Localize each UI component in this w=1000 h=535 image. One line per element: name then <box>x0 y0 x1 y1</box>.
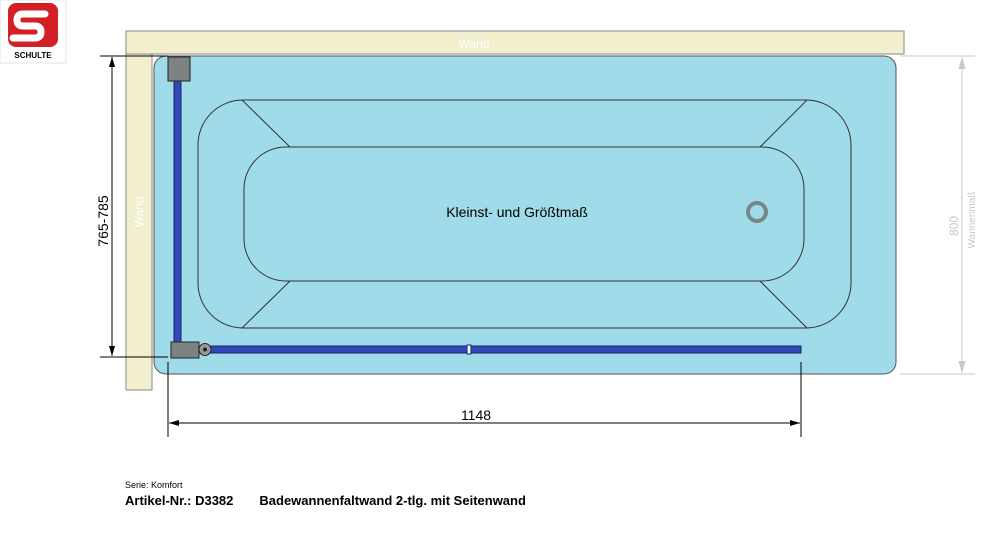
article-line: Artikel-Nr.: D3382 Badewannenfaltwand 2-t… <box>125 493 526 508</box>
corner-bracket <box>170 341 200 359</box>
tub-dimension-caption: Wannenmaß <box>967 192 978 249</box>
door-hinge <box>466 344 472 355</box>
left-wall <box>125 53 153 391</box>
top-wall <box>125 30 905 55</box>
bathtub-rim <box>197 99 852 329</box>
center-label: Kleinst- und Größtmaß <box>446 204 588 220</box>
side-wall-profile <box>173 79 182 346</box>
tub-dimension-value: 800 <box>947 216 961 236</box>
bathtub-basin <box>243 146 805 282</box>
logo-text: SCHULTE <box>14 51 52 60</box>
left-wall-label: Wand <box>132 197 146 228</box>
width-dimension <box>167 362 802 437</box>
bathtub-outer <box>153 55 897 375</box>
top-wall-label: Wand <box>459 37 490 51</box>
article-number: Artikel-Nr.: D3382 <box>125 493 234 508</box>
top-wall-bracket <box>167 56 191 82</box>
product-description: Badewannenfaltwand 2-tlg. mit Seitenwand <box>259 493 526 508</box>
product-footer: Serie: Komfort Artikel-Nr.: D3382 Badewan… <box>125 480 526 508</box>
folding-door-profile <box>203 345 802 354</box>
tub-dimension <box>900 55 975 375</box>
width-dimension-label: 1148 <box>461 407 491 423</box>
drain-icon <box>746 201 768 223</box>
schulte-logo: SCHULTE <box>0 0 67 64</box>
series-label: Serie: Komfort <box>125 480 183 490</box>
corner-lines <box>241 99 808 329</box>
height-dimension-label: 765-785 <box>95 195 111 247</box>
height-dimension <box>100 55 168 358</box>
